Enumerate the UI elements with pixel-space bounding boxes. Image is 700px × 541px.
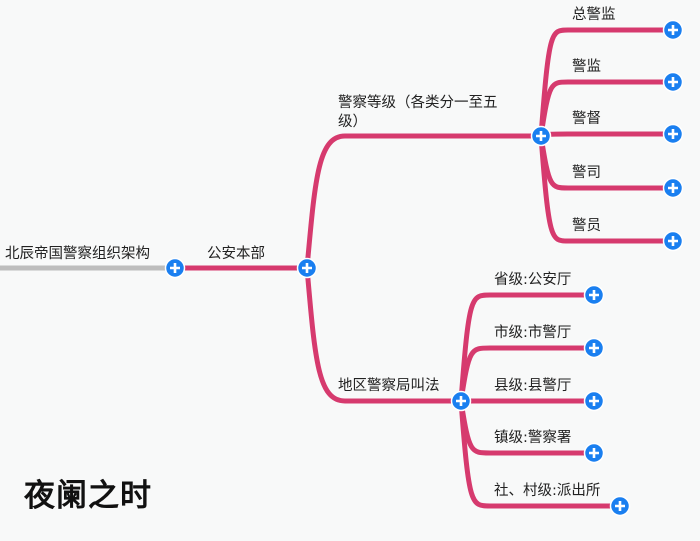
expand-button-child[interactable] (583, 284, 605, 306)
edge-child (458, 292, 597, 404)
plus-icon (668, 25, 678, 35)
plus-icon (302, 263, 312, 273)
expand-button-child[interactable] (583, 337, 605, 359)
edge-child (538, 79, 676, 139)
plus-icon (456, 396, 466, 406)
level1-node-label[interactable]: 公安本部 (207, 245, 265, 262)
expand-button-root[interactable] (164, 257, 186, 279)
edge-child (458, 345, 597, 404)
child-node-label[interactable]: 市级:市警厅 (494, 324, 571, 341)
plus-icon (589, 396, 599, 406)
expand-button-child[interactable] (662, 71, 684, 93)
child-node-label[interactable]: 县级:县警厅 (494, 377, 571, 394)
edge-child (538, 27, 676, 139)
plus-icon (668, 236, 678, 246)
child-node-label[interactable]: 总警监 (572, 6, 616, 23)
expand-button-regions[interactable] (450, 390, 472, 412)
expand-button-child[interactable] (662, 177, 684, 199)
plus-icon (536, 131, 546, 141)
plus-icon (589, 290, 599, 300)
plus-icon (668, 77, 678, 87)
plus-icon (589, 343, 599, 353)
expand-button-child[interactable] (609, 495, 631, 517)
edge-child (538, 133, 676, 244)
child-node-label[interactable]: 警员 (572, 217, 601, 234)
edge-child (458, 398, 623, 509)
expand-button-ranks[interactable] (530, 125, 552, 147)
child-node-label[interactable]: 社、村级:派出所 (494, 482, 600, 499)
plus-icon (668, 129, 678, 139)
child-node-label[interactable]: 警监 (572, 58, 601, 75)
edge-child (538, 131, 676, 139)
edge-branch-ranks (304, 133, 544, 271)
root-node-label[interactable]: 北辰帝国警察组织架构 (5, 244, 150, 262)
plus-icon (589, 448, 599, 458)
child-node-label[interactable]: 省级:公安厅 (494, 271, 571, 288)
plus-icon (170, 263, 180, 273)
branch-ranks-label[interactable]: 警察等级（各类分一至五 (338, 93, 498, 111)
expand-button-child[interactable] (662, 123, 684, 145)
expand-button-child[interactable] (583, 442, 605, 464)
plus-icon (615, 501, 625, 511)
plus-icon (668, 183, 678, 193)
expand-button-child[interactable] (662, 230, 684, 252)
expand-button-child[interactable] (583, 390, 605, 412)
watermark: 夜阑之时 (24, 478, 152, 514)
child-node-label[interactable]: 镇级:警察署 (494, 428, 571, 446)
edge-branch-regions (304, 265, 464, 404)
branch-regions-label[interactable]: 地区警察局叫法 (338, 376, 440, 394)
child-node-label[interactable]: 警司 (572, 164, 601, 181)
branch-ranks-label-cont: 级） (338, 113, 367, 130)
child-node-label[interactable]: 警督 (572, 110, 601, 127)
expand-button-level1[interactable] (296, 257, 318, 279)
expand-button-child[interactable] (662, 19, 684, 41)
edge-child (538, 133, 676, 191)
